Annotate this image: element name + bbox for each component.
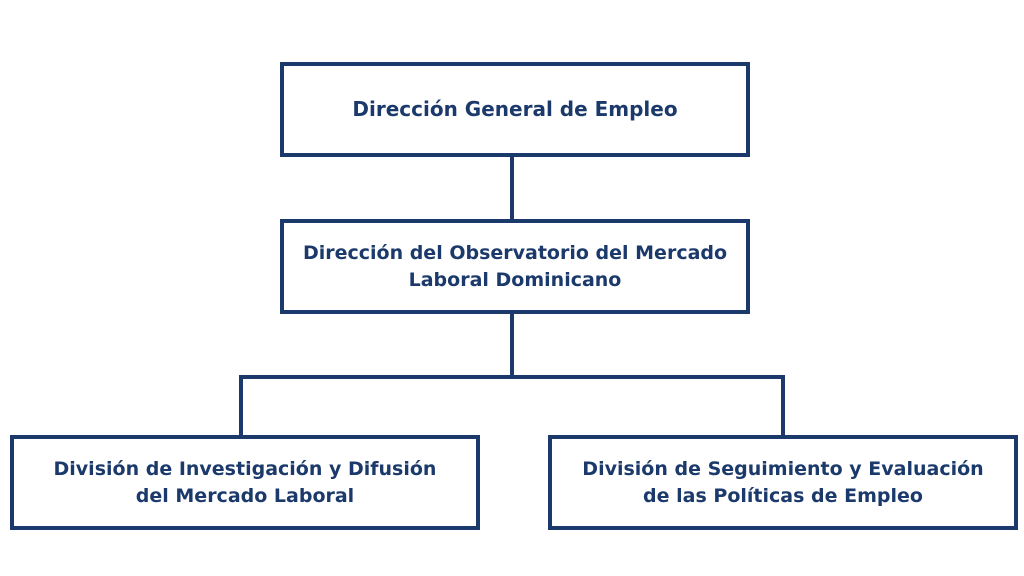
node-label: Dirección del Observatorio del Mercado L… <box>297 240 733 294</box>
node-label: División de Investigación y Difusión del… <box>48 456 443 510</box>
node-division-seguimiento: División de Seguimiento y Evaluación de … <box>548 435 1018 530</box>
node-label-line: División de Investigación y Difusión <box>53 457 437 480</box>
node-direccion-general-empleo: Dirección General de Empleo <box>280 62 750 157</box>
node-label-line: del Mercado Laboral <box>135 484 355 507</box>
node-label-line: División de Seguimiento y Evaluación <box>582 457 984 480</box>
node-label-line: Dirección del Observatorio del Mercado <box>302 241 728 264</box>
node-label: Dirección General de Empleo <box>346 96 683 123</box>
node-label-line: Dirección General de Empleo <box>352 97 678 121</box>
node-label-line: Laboral Dominicano <box>408 268 622 291</box>
node-label-line: de las Políticas de Empleo <box>643 484 923 507</box>
node-label: División de Seguimiento y Evaluación de … <box>576 456 989 510</box>
node-division-investigacion: División de Investigación y Difusión del… <box>10 435 480 530</box>
node-direccion-observatorio: Dirección del Observatorio del Mercado L… <box>280 219 750 314</box>
